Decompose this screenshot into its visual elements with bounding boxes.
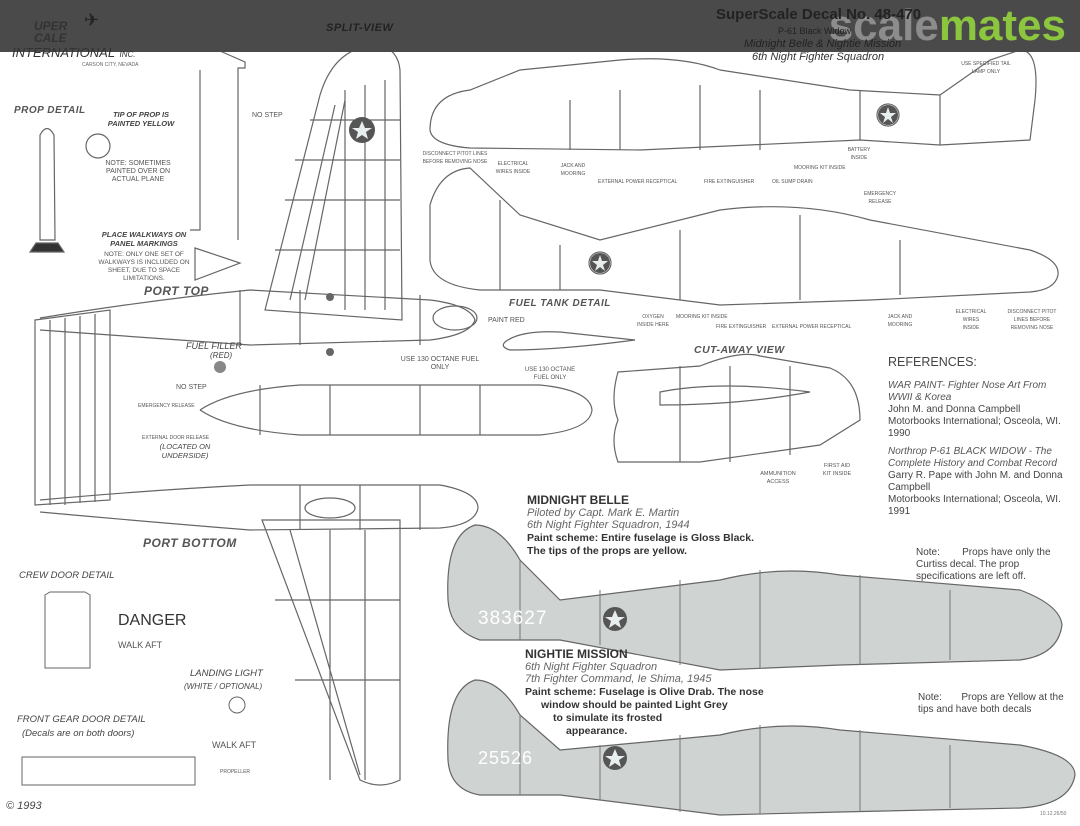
prop-tip-note: TIP OF PROP IS PAINTED YELLOW — [107, 110, 175, 128]
jet-icon: ✈ — [84, 10, 100, 30]
nightie-mission-unit-2: 7th Fighter Command, Ie Shima, 1945 — [525, 673, 712, 685]
cut-away — [613, 353, 861, 463]
midnight-belle-note: Note: Props have only the Curtiss decal.… — [916, 547, 1051, 582]
cut-away-view-title: CUT-AWAY VIEW — [694, 344, 785, 356]
watermark-band — [0, 0, 1080, 52]
reference-item-2: Northrop P-61 BLACK WIDOW - The Complete… — [888, 446, 1063, 517]
danger-label: DANGER — [118, 612, 187, 629]
octane-tank-label: USE 130 OCTANE FUEL ONLY — [524, 367, 576, 381]
emergency-release-label: EMERGENCY RELEASE — [138, 403, 195, 409]
midnight-belle-paint-1: Paint scheme: Entire fuselage is Gloss B… — [527, 532, 755, 544]
front-gear-title: FRONT GEAR DOOR DETAIL — [17, 714, 146, 725]
fire-extinguisher-2-label: FIRE EXTINGUISHER — [716, 324, 767, 330]
midnight-belle-unit: 6th Night Fighter Squadron, 1944 — [527, 519, 690, 531]
propeller-label: PROPELLER — [220, 769, 251, 775]
oil-sump-label: OIL SUMP DRAIN — [772, 179, 813, 185]
nightie-mission-serial: 25526 — [478, 748, 534, 768]
external-door-release-label: EXTERNAL DOOR RELEASE — [142, 435, 210, 441]
external-power-label: EXTERNAL POWER RECEPTICAL — [598, 179, 678, 185]
crew-door — [44, 591, 91, 669]
copyright: © 1993 — [6, 800, 42, 812]
jack-mooring-label: JACK AND MOORING — [560, 163, 586, 177]
paint-red-label: PAINT RED — [488, 317, 525, 324]
boom-bottom — [39, 484, 479, 531]
port-top-label: PORT TOP — [144, 284, 209, 298]
no-step-wing-label: NO STEP — [252, 112, 283, 119]
first-aid-label: FIRST AID KIT INSIDE — [822, 463, 852, 477]
battery-label: BATTERY INSIDE — [847, 147, 871, 161]
jack-mooring-2-label: JACK AND MOORING — [887, 314, 913, 328]
disconnect-pitot-label: DISCONNECT PITOT LINES BEFORE REMOVING N… — [422, 151, 488, 165]
nightie-mission-paint-4: appearance. — [566, 725, 628, 737]
located-underside-label: (LOCATED ON UNDERSIDE) — [159, 442, 211, 460]
midnight-belle-serial: 383627 — [478, 608, 548, 629]
port-bottom-label: PORT BOTTOM — [143, 536, 237, 550]
nightie-mission-paint-1: Paint scheme: Fuselage is Olive Drab. Th… — [525, 686, 764, 698]
external-power-2-label: EXTERNAL POWER RECEPTICAL — [772, 324, 852, 330]
wing-top-outline — [264, 44, 403, 321]
emergency-release-2-label: EMERGENCY RELEASE — [863, 191, 897, 205]
crew-door-title: CREW DOOR DETAIL — [19, 570, 115, 581]
prop-detail-title: PROP DETAIL — [14, 105, 86, 116]
prop-blade — [39, 127, 56, 241]
walkways-note: NOTE: ONLY ONE SET OF WALKWAYS IS INCLUD… — [98, 251, 190, 282]
midnight-belle-pilot: Piloted by Capt. Mark E. Martin — [527, 507, 680, 519]
print-code: 10.12.26/50 — [1040, 811, 1067, 817]
fuselage-central — [199, 384, 593, 436]
electrical-wires-label: ELECTRICAL WIRES INSIDE — [495, 161, 531, 175]
decal-sheet-title: SuperScale Decal No. 48-470 — [716, 6, 922, 23]
octane-label: USE 130 OCTANE FUEL ONLY — [400, 356, 480, 371]
mooring-kit-label: MOORING KIT INSIDE — [794, 165, 846, 171]
no-step-label: NO STEP — [176, 384, 207, 391]
fuel-filler-color: (RED) — [210, 351, 233, 360]
disconnect-pitot-2-label: DISCONNECT PITOT LINES BEFORE REMOVING N… — [1007, 309, 1057, 331]
prop-note: NOTE: SOMETIMES PAINTED OVER ON ACTUAL P… — [105, 160, 171, 183]
wing-bottom-outline — [261, 519, 401, 786]
nightie-mission-paint-2: window should be painted Light Grey — [541, 699, 728, 711]
midnight-belle-title: MIDNIGHT BELLE — [527, 493, 629, 507]
ammunition-access-label: AMMUNITION ACCESS — [760, 471, 796, 485]
decal-names: Midnight Belle & Nightie Mission — [744, 38, 902, 50]
midnight-belle-paint-2: The tips of the props are yellow. — [527, 545, 688, 557]
scalemates-watermark[interactable]: scalemates — [828, 1, 1066, 50]
nightie-mission-paint-3: to simulate its frosted — [553, 712, 663, 724]
sideview-top — [429, 49, 1037, 151]
fuel-tank — [502, 331, 636, 351]
front-gear-door — [21, 756, 196, 786]
roundels — [349, 105, 898, 770]
tailplane — [34, 309, 111, 506]
tail-lamp-label: USE SPECIFIED TAIL LAMP ONLY — [961, 61, 1011, 75]
oxygen-label: OXYGEN INSIDE HERE — [637, 314, 669, 328]
walkways-title: PLACE WALKWAYS ON PANEL MARKINGS — [101, 230, 187, 248]
nightie-mission-title: NIGHTIE MISSION — [525, 647, 628, 661]
fuel-tank-detail-title: FUEL TANK DETAIL — [509, 298, 611, 309]
squadron-line: 6th Night Fighter Squadron — [752, 51, 885, 63]
walk-aft-label: WALK AFT — [118, 640, 163, 650]
split-view-title: SPLIT-VIEW — [326, 22, 394, 34]
fire-extinguisher-label: FIRE EXTINGUISHER — [704, 179, 755, 185]
sideview-middle — [429, 167, 1059, 306]
landing-light-note: (WHITE / OPTIONAL) — [184, 682, 263, 691]
landing-light-title: LANDING LIGHT — [190, 668, 263, 679]
references-title: REFERENCES: — [888, 355, 977, 369]
gear-walk-aft-label: WALK AFT — [212, 740, 257, 750]
midnight-belle-profile — [447, 524, 1063, 671]
nightie-mission-unit-1: 6th Night Fighter Squadron — [525, 661, 658, 673]
decal-sheet-subtitle: P-61 Black Widow — [778, 26, 852, 36]
mooring-kit-2-label: MOORING KIT INSIDE — [676, 314, 728, 320]
fuel-filler-label: FUEL FILLER — [186, 341, 242, 351]
electrical-wires-2-label: ELECTRICAL WIRES INSIDE — [955, 309, 987, 331]
nightie-mission-note: Note: Props are Yellow at the tips and h… — [918, 692, 1064, 715]
superscale-logo: UPER CALE INTERNATIONAL INC. CARSON CITY… — [12, 19, 139, 68]
nightie-mission-profile — [447, 679, 1076, 816]
reference-item-1: WAR PAINT- Fighter Nose Art From WWII & … — [888, 380, 1061, 439]
front-gear-note: (Decals are on both doors) — [22, 728, 135, 739]
boom-top — [39, 289, 476, 346]
